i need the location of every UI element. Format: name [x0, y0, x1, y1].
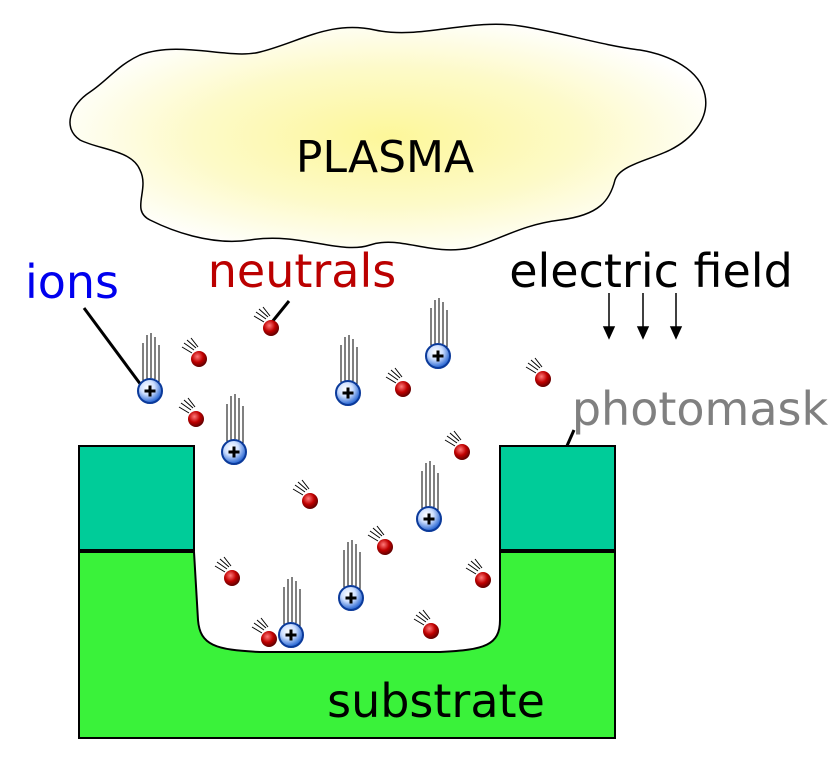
ion-particle [220, 392, 248, 466]
ion-particle [136, 331, 164, 405]
ion-particle [415, 459, 443, 533]
neutral-particle [214, 556, 241, 587]
ions-label: ions [25, 255, 119, 309]
photomask-right [499, 445, 616, 551]
neutral-particle [465, 558, 492, 589]
photomask-left [78, 445, 195, 551]
plasma-cloud [69, 23, 707, 251]
plasma-label: PLASMA [296, 132, 474, 183]
ion-particle [277, 575, 305, 649]
neutral-particle [292, 479, 319, 510]
neutral-particle [444, 430, 471, 461]
neutral-particle [181, 337, 208, 368]
electric-field-arrows [602, 293, 683, 340]
neutral-particle [413, 609, 440, 640]
neutral-particle [253, 306, 280, 337]
neutral-particle [367, 525, 394, 556]
photomask-label: photomask [572, 382, 829, 436]
substrate-label: substrate [327, 674, 545, 728]
neutrals-label: neutrals [208, 244, 397, 298]
neutral-particle [525, 357, 552, 388]
ions-pointer [82, 307, 143, 386]
neutral-particle [385, 367, 412, 398]
neutral-particle [178, 397, 205, 428]
ion-particle [424, 296, 452, 370]
ion-particle [337, 538, 365, 612]
neutral-particle [251, 617, 278, 648]
ion-particle [334, 333, 362, 407]
neutrals-pointer [270, 300, 291, 323]
substrate-block [78, 551, 616, 739]
electric-field-label: electric field [509, 244, 793, 298]
